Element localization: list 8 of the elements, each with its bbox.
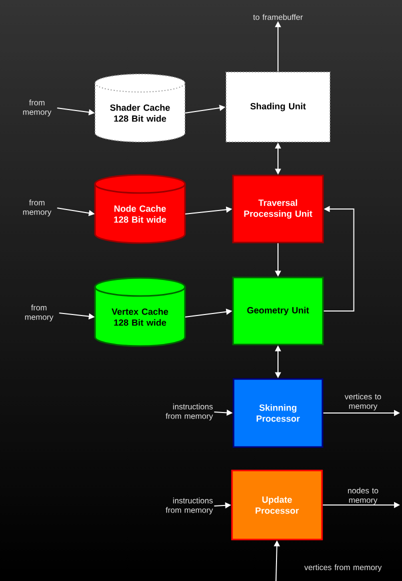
cache-cylinder: Shader Cache 128 Bit wide bbox=[94, 74, 186, 142]
process-box: Shading Unit bbox=[226, 72, 330, 142]
process-box: Geometry Unit bbox=[232, 276, 324, 346]
cache-cylinder: Node Cache 128 Bit wide bbox=[94, 174, 186, 244]
process-box: Traversal Processing Unit bbox=[232, 174, 324, 244]
cache-cylinder: Vertex Cache 128 Bit wide bbox=[94, 277, 186, 347]
process-box: Update Processor bbox=[231, 470, 323, 540]
process-box: Skinning Processor bbox=[232, 378, 324, 448]
